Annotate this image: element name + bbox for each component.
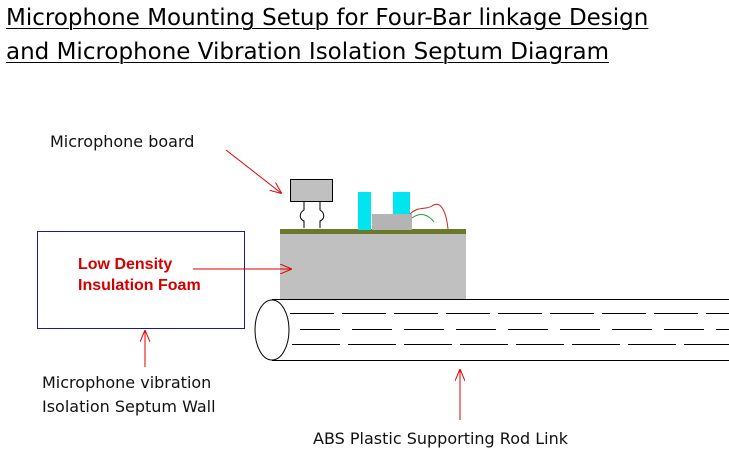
label-foam-line-2: Insulation Foam — [78, 277, 201, 294]
label-rod: ABS Plastic Supporting Rod Link — [313, 429, 568, 448]
label-microphone-board: Microphone board — [50, 132, 195, 151]
board-component-housing — [372, 214, 412, 230]
microphone-module-legs — [299, 202, 325, 228]
mic-post-left — [358, 192, 371, 230]
wire-green — [411, 214, 435, 223]
microphone-module — [290, 179, 333, 202]
diagram-title-line-1: Microphone Mounting Setup for Four-Bar l… — [6, 5, 649, 31]
microphone-board-strip — [280, 229, 466, 234]
label-septum-line-2: Isolation Septum Wall — [42, 397, 216, 416]
wire-red — [409, 203, 449, 230]
label-foam-line-1: Low Density — [78, 256, 173, 273]
septum-wall-box — [37, 231, 245, 329]
foam-block — [280, 233, 466, 299]
label-septum-line-1: Microphone vibration — [42, 373, 212, 392]
mic-post-right — [393, 192, 410, 214]
arrow-microphone-board — [225, 149, 281, 193]
rod-end-cap — [254, 299, 290, 361]
diagram-title-line-2: and Microphone Vibration Isolation Septu… — [6, 39, 610, 65]
